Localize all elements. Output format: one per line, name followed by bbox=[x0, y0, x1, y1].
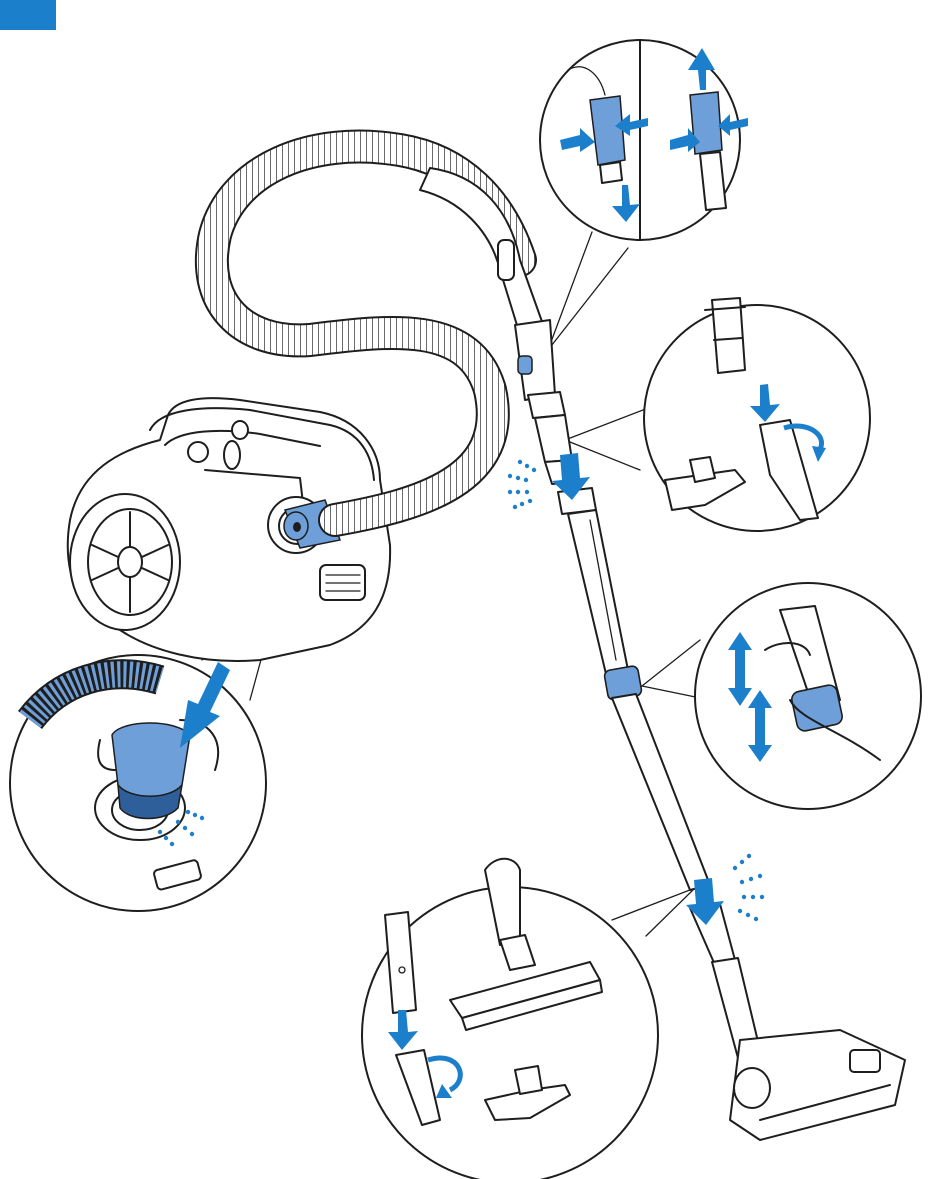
detail-circle-tube-length bbox=[695, 583, 921, 809]
telescopic-tube bbox=[558, 488, 710, 890]
detail-circle-floor-tools bbox=[362, 859, 658, 1179]
detail-circle-hose-connection bbox=[10, 655, 266, 911]
detail-circle-brush-attachment bbox=[540, 40, 748, 240]
floor-nozzle bbox=[690, 904, 905, 1140]
detail-circle-crevice-tool bbox=[644, 298, 870, 531]
